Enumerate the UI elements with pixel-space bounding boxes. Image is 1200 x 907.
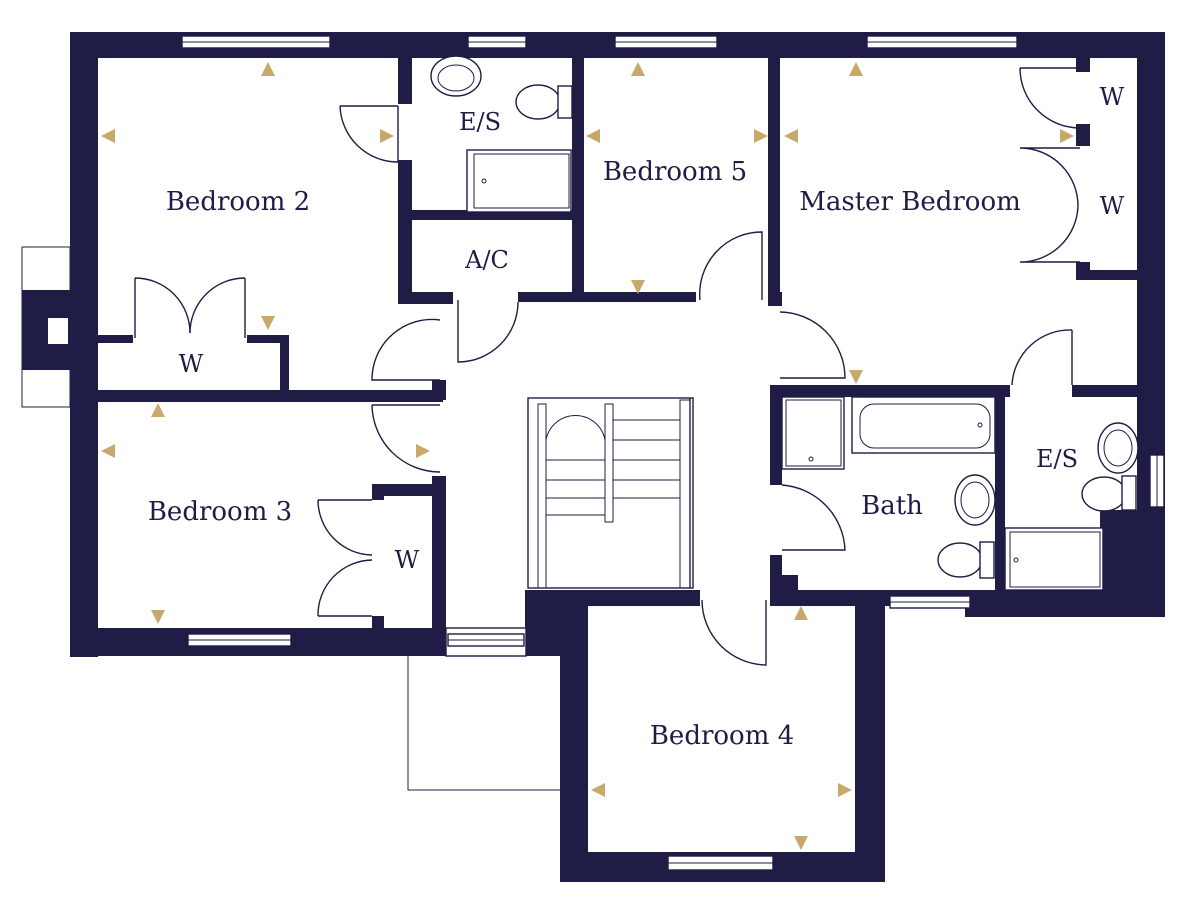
interior-walls [98, 52, 1142, 631]
marker-right-icon [1060, 129, 1074, 143]
marker-right-icon [754, 129, 768, 143]
marker-up-icon [631, 62, 645, 76]
window-landing-bottom [445, 627, 527, 657]
marker-down-icon [849, 370, 863, 384]
marker-right-icon [838, 783, 852, 797]
label-bedroom-5: Bedroom 5 [603, 157, 747, 187]
toilet-icon [515, 84, 573, 120]
ensuite-right-fixtures [1004, 422, 1139, 591]
label-bedroom-3: Bedroom 3 [148, 497, 292, 527]
toilet-icon [937, 541, 995, 579]
label-wardrobe-master-bottom: W [1100, 192, 1125, 220]
window-master-top [866, 35, 1018, 49]
marker-left-icon [101, 444, 115, 458]
ensuite-top-fixtures [430, 55, 573, 213]
marker-left-icon [591, 783, 605, 797]
label-bedroom-2: Bedroom 2 [166, 187, 310, 217]
label-wardrobe-master-top: W [1100, 83, 1125, 111]
dimension-markers [101, 62, 1074, 850]
porch-outline [407, 656, 560, 791]
marker-up-icon [151, 403, 165, 417]
chimney-stack [21, 246, 71, 408]
marker-up-icon [261, 62, 275, 76]
marker-left-icon [784, 129, 798, 143]
room-labels: Bedroom 2 Bedroom 3 Bedroom 4 Bedroom 5 … [148, 83, 1125, 751]
shower-tray-icon [466, 149, 572, 213]
window-ensuite-top [467, 35, 527, 49]
label-ensuite-right: E/S [1036, 445, 1078, 473]
window-ensuite-right [1149, 454, 1165, 508]
shower-tray-icon [1004, 527, 1104, 591]
label-ensuite-top: E/S [459, 108, 501, 136]
windows [181, 35, 1165, 871]
label-bath: Bath [861, 491, 923, 521]
staircase [527, 397, 694, 589]
window-bed4-bottom [667, 855, 774, 871]
marker-down-icon [261, 316, 275, 330]
label-wardrobe-bed2: W [179, 350, 204, 378]
doors [134, 67, 1081, 666]
bathtub-icon [851, 396, 996, 454]
label-airing-cupboard: A/C [464, 246, 509, 274]
shower-tray-icon [781, 396, 845, 470]
toilet-icon [1081, 475, 1137, 512]
marker-down-icon [631, 280, 645, 294]
marker-up-icon [794, 606, 808, 620]
marker-right-icon [416, 444, 430, 458]
window-bed3-bottom [187, 633, 292, 647]
marker-up-icon [849, 62, 863, 76]
basin-icon [1097, 422, 1139, 474]
marker-down-icon [794, 836, 808, 850]
marker-left-icon [101, 129, 115, 143]
window-bed2-top [181, 35, 331, 49]
marker-down-icon [151, 610, 165, 624]
basin-icon [954, 474, 996, 526]
window-bed5-top [614, 35, 718, 49]
window-bath-bottom [889, 595, 971, 609]
marker-right-icon [380, 129, 394, 143]
label-master-bedroom: Master Bedroom [799, 187, 1021, 217]
bath-fixtures [781, 396, 996, 579]
label-wardrobe-bed3: W [395, 546, 420, 574]
label-bedroom-4: Bedroom 4 [650, 721, 794, 751]
marker-left-icon [586, 129, 600, 143]
basin-icon [430, 55, 482, 97]
